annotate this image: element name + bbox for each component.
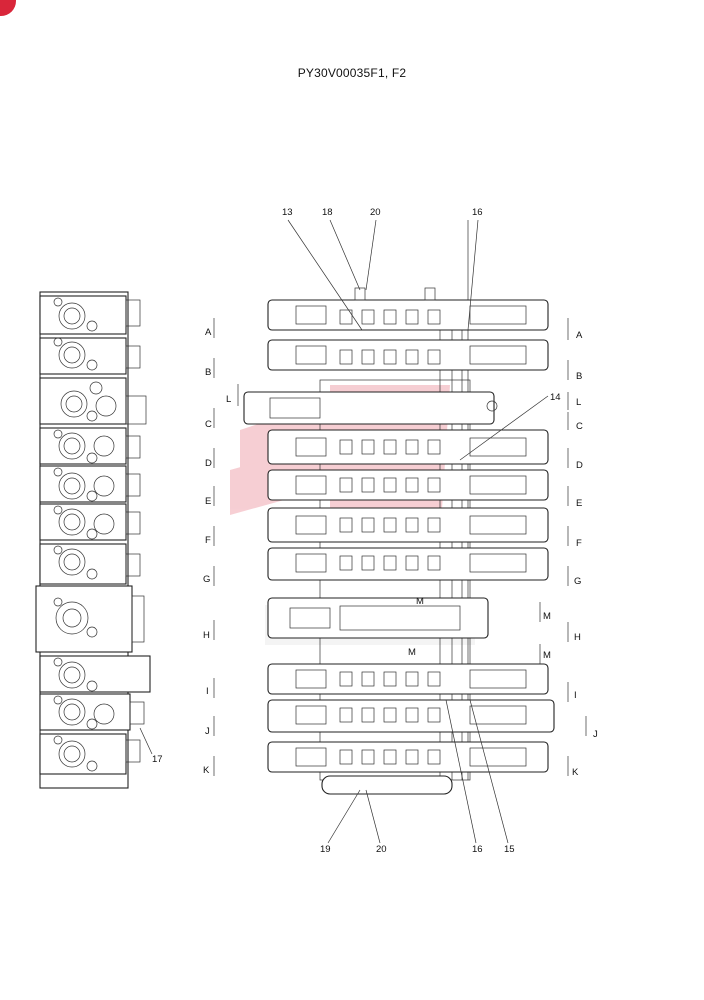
section-label: M <box>543 650 551 661</box>
callout-number: 16 <box>472 207 483 218</box>
section-label: C <box>205 419 212 430</box>
section-label: L <box>576 397 581 408</box>
section-label: I <box>206 686 209 697</box>
section-label: E <box>576 498 582 509</box>
section-label: C <box>576 421 583 432</box>
section-label: K <box>203 765 210 776</box>
section-markers: A B C D E F G H I J K L A B L C D E F G … <box>203 318 598 778</box>
callout-number: 20 <box>370 207 381 218</box>
section-label: H <box>574 632 581 643</box>
section-label: B <box>205 367 211 378</box>
section-label: F <box>205 535 211 546</box>
side-view <box>35 291 153 789</box>
section-label: L <box>226 394 231 405</box>
callout-number: 15 <box>504 844 515 855</box>
callout-number: 19 <box>320 844 331 855</box>
section-label: J <box>593 729 598 740</box>
m-label: M <box>416 596 424 607</box>
callout-number: 14 <box>550 392 561 403</box>
section-label: B <box>576 371 582 382</box>
front-view <box>243 220 555 795</box>
section-label: A <box>205 327 212 338</box>
drawing-title: PY30V00035F1, F2 <box>297 66 407 80</box>
callout-number: 16 <box>472 844 483 855</box>
section-label: A <box>576 330 583 341</box>
callout-number: 17 <box>152 754 163 765</box>
section-label: J <box>205 726 210 737</box>
callout-number: 13 <box>282 207 293 218</box>
section-label: E <box>205 496 211 507</box>
section-label: F <box>576 538 582 549</box>
callouts: 13 18 20 16 14 17 19 20 16 15 <box>152 207 561 855</box>
section-label: I <box>574 690 577 701</box>
m-label: M <box>408 647 416 658</box>
callout-number: 20 <box>376 844 387 855</box>
section-label: G <box>203 574 210 585</box>
section-label: D <box>576 460 583 471</box>
section-label: G <box>574 576 581 587</box>
section-label: M <box>543 611 551 622</box>
callout-number: 18 <box>322 207 333 218</box>
section-label: K <box>572 767 579 778</box>
section-label: D <box>205 458 212 469</box>
section-label: H <box>203 630 210 641</box>
